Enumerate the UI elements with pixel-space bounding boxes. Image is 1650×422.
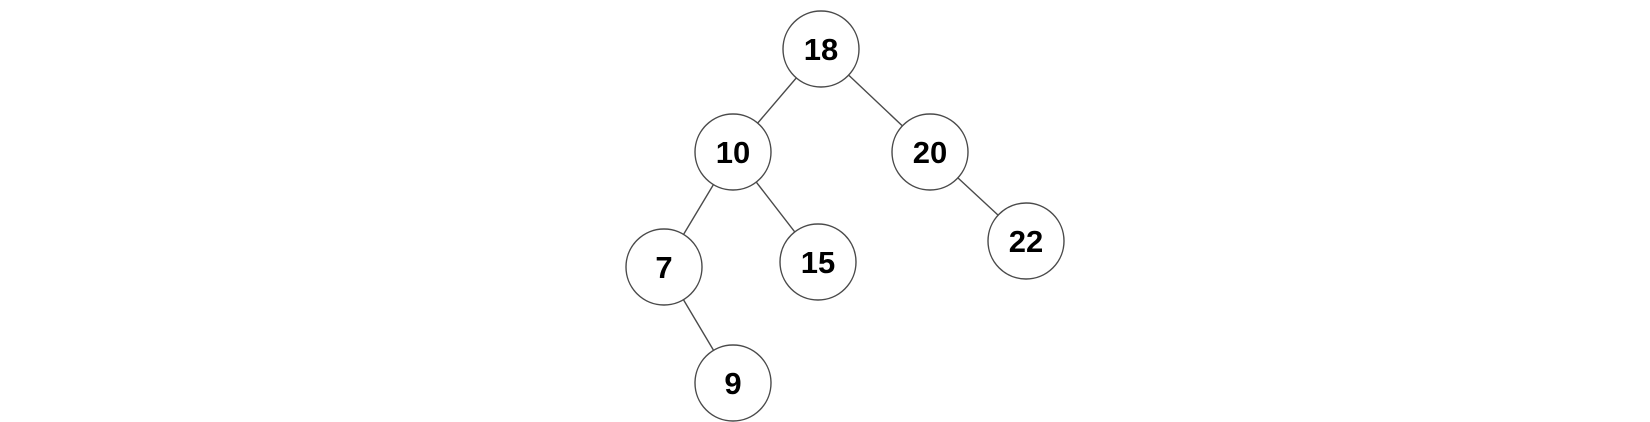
tree-node-value-20: 20 (913, 135, 947, 170)
tree-node-value-22: 22 (1009, 224, 1043, 259)
tree-node-value-10: 10 (716, 135, 750, 170)
tree-node-20: 20 (891, 113, 969, 191)
tree-node-value-18: 18 (804, 32, 838, 67)
tree-node-circle-15 (779, 223, 857, 301)
tree-node-circle-9 (694, 344, 772, 422)
tree-node-10: 10 (694, 113, 772, 191)
tree-node-circle-10 (694, 113, 772, 191)
tree-node-22: 22 (987, 202, 1065, 280)
tree-node-value-15: 15 (801, 245, 835, 280)
tree-node-value-7: 7 (655, 250, 672, 285)
tree-node-circle-7 (625, 228, 703, 306)
tree-node-circle-20 (891, 113, 969, 191)
tree-node-9: 9 (694, 344, 772, 422)
tree-nodes-layer: 18 10 20 7 15 22 9 (625, 10, 1065, 422)
tree-node-circle-22 (987, 202, 1065, 280)
tree-node-7: 7 (625, 228, 703, 306)
tree-edges-layer (663, 48, 1027, 384)
tree-node-18: 18 (782, 10, 860, 88)
tree-node-circle-18 (782, 10, 860, 88)
tree-node-15: 15 (779, 223, 857, 301)
tree-node-value-9: 9 (724, 366, 741, 401)
